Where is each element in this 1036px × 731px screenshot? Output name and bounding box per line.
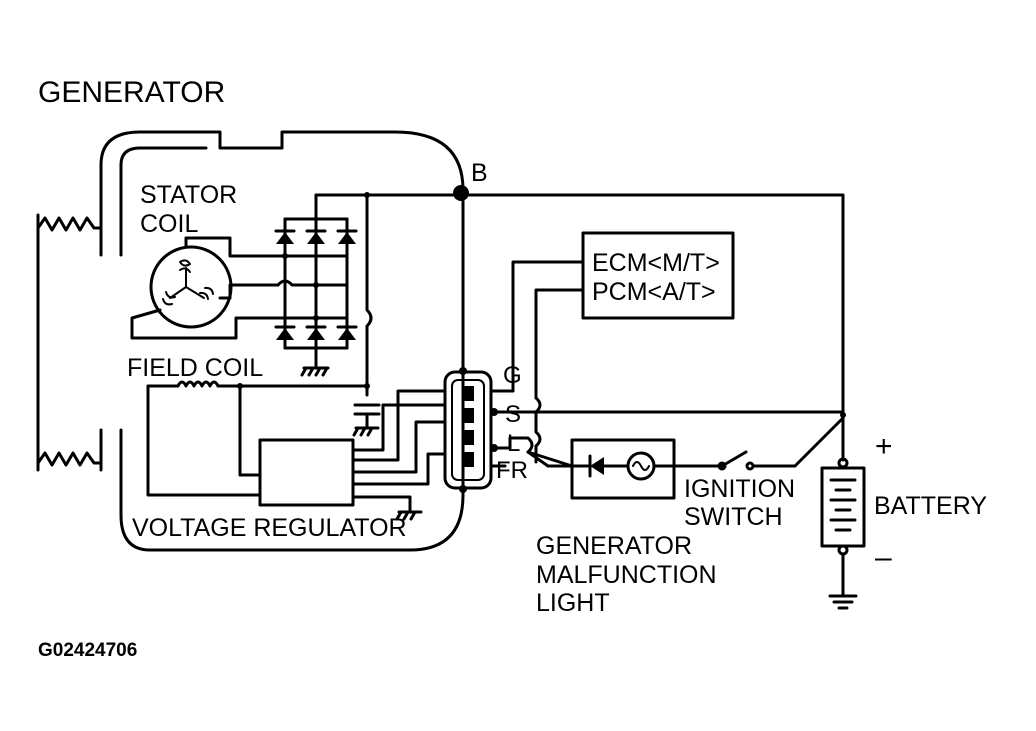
rectifier-bridge [274,192,465,397]
figure-id: G02424706 [38,640,137,661]
ecm-pcm-box [581,231,735,320]
terminal-l-label: L [507,430,520,457]
external-wiring [453,185,846,468]
malfunction-light-label-line3: LIGHT [536,589,610,617]
battery-minus-label: – [875,541,892,574]
stator-coil [130,236,287,340]
pcm-label: PCM<A/T> [592,278,716,306]
malfunction-light-label-line2: MALFUNCTION [536,561,717,589]
battery-plus-label: + [875,430,893,463]
field-coil [146,380,370,497]
field-coil-label: FIELD COIL [127,354,263,382]
ignition-switch [717,416,845,471]
generator-housing [36,130,465,552]
voltage-regulator-label: VOLTAGE REGULATOR [132,514,407,542]
battery [820,413,866,610]
stator-coil-label-line1: STATOR [140,181,237,209]
capacitor [352,403,381,437]
connector [443,367,498,493]
diagram-title: GENERATOR [38,76,225,109]
malfunction-light-label-line1: GENERATOR [536,532,692,560]
stator-coil-label-line2: COIL [140,210,198,238]
battery-label: BATTERY [874,492,987,520]
terminal-fr-label: FR [496,457,528,484]
terminal-g-label: G [503,362,522,389]
terminal-s-label: S [505,401,521,428]
ecm-label: ECM<M/T> [592,249,720,277]
generator-malfunction-light [546,438,722,500]
ignition-switch-label-line2: SWITCH [684,503,783,531]
terminal-b-label: B [471,159,488,187]
ignition-switch-label-line1: IGNITION [684,475,795,503]
voltage-regulator-box [258,389,447,521]
